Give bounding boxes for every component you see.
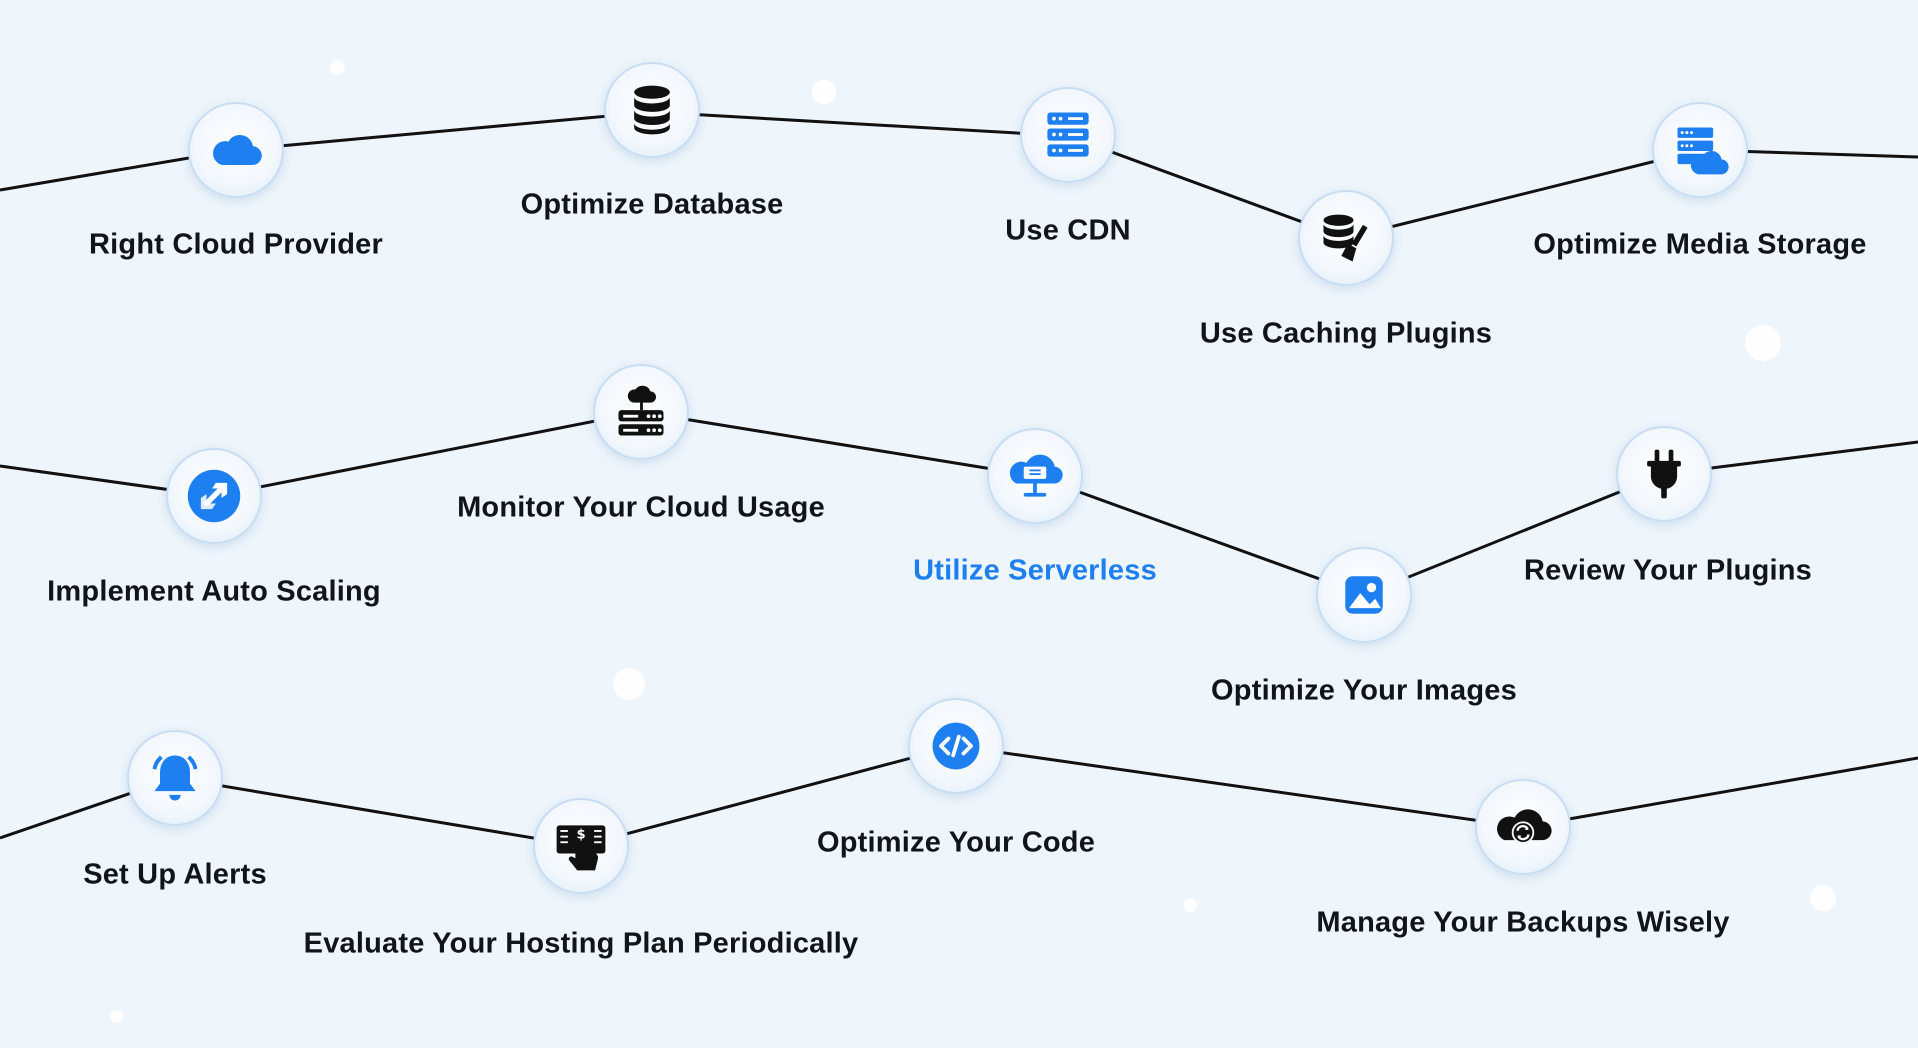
connector-line-row-1 [0,110,1918,240]
node-manage-your-backups [1475,779,1571,875]
node-right-cloud-provider [188,102,284,198]
step-label: Optimize Database [520,188,784,221]
cloud-server-icon [1670,120,1730,180]
decor-dot [613,668,645,700]
step-label: Use CDN [1005,214,1131,247]
server-rack-icon [1038,105,1098,165]
step-label: Implement Auto Scaling [47,575,381,608]
node-utilize-serverless [987,428,1083,524]
bell-icon [145,748,205,808]
step-label: Use Caching Plugins [1199,317,1493,350]
decor-dot [330,60,345,75]
step-label: Manage Your Backups Wisely [1316,906,1730,939]
image-icon [1334,565,1394,625]
step-label: Utilize Serverless [913,554,1157,587]
decor-dot [1810,885,1836,911]
serverless-cloud-monitor-icon [1005,446,1065,506]
database-icon [622,80,682,140]
cloud-sync-icon [1493,797,1553,857]
auto-scaling-arrows-icon [184,466,244,526]
database-broom-icon [1316,208,1376,268]
plug-icon [1634,444,1694,504]
node-use-cdn [1020,87,1116,183]
node-optimize-your-code [908,698,1004,794]
cloud-network-server-icon [611,382,671,442]
step-label: Evaluate Your Hosting Plan Periodically [303,927,859,960]
pricing-hand-icon: $ [551,816,611,876]
step-label: Optimize Media Storage [1533,228,1867,261]
step-label: Review Your Plugins [1524,554,1812,587]
decor-dot [110,1010,123,1023]
step-label: Optimize Your Code [816,826,1096,859]
decor-dot [1183,898,1197,912]
node-evaluate-your-hosting-plan: $ [533,798,629,894]
step-label: Optimize Your Images [1211,674,1517,707]
node-monitor-your-cloud-usage [593,364,689,460]
step-label: Right Cloud Provider [89,228,383,261]
node-set-up-alerts [127,730,223,826]
node-optimize-database [604,62,700,158]
cloud-icon [206,120,266,180]
node-implement-auto-scaling [166,448,262,544]
decor-dot [1745,325,1781,361]
node-optimize-media-storage [1652,102,1748,198]
step-label: Monitor Your Cloud Usage [457,491,825,524]
node-optimize-your-images [1316,547,1412,643]
svg-text:$: $ [576,828,585,843]
node-review-your-plugins [1616,426,1712,522]
node-use-caching-plugins [1298,190,1394,286]
code-icon [926,716,986,776]
decor-dot [812,80,836,104]
step-label: Set Up Alerts [83,858,267,891]
